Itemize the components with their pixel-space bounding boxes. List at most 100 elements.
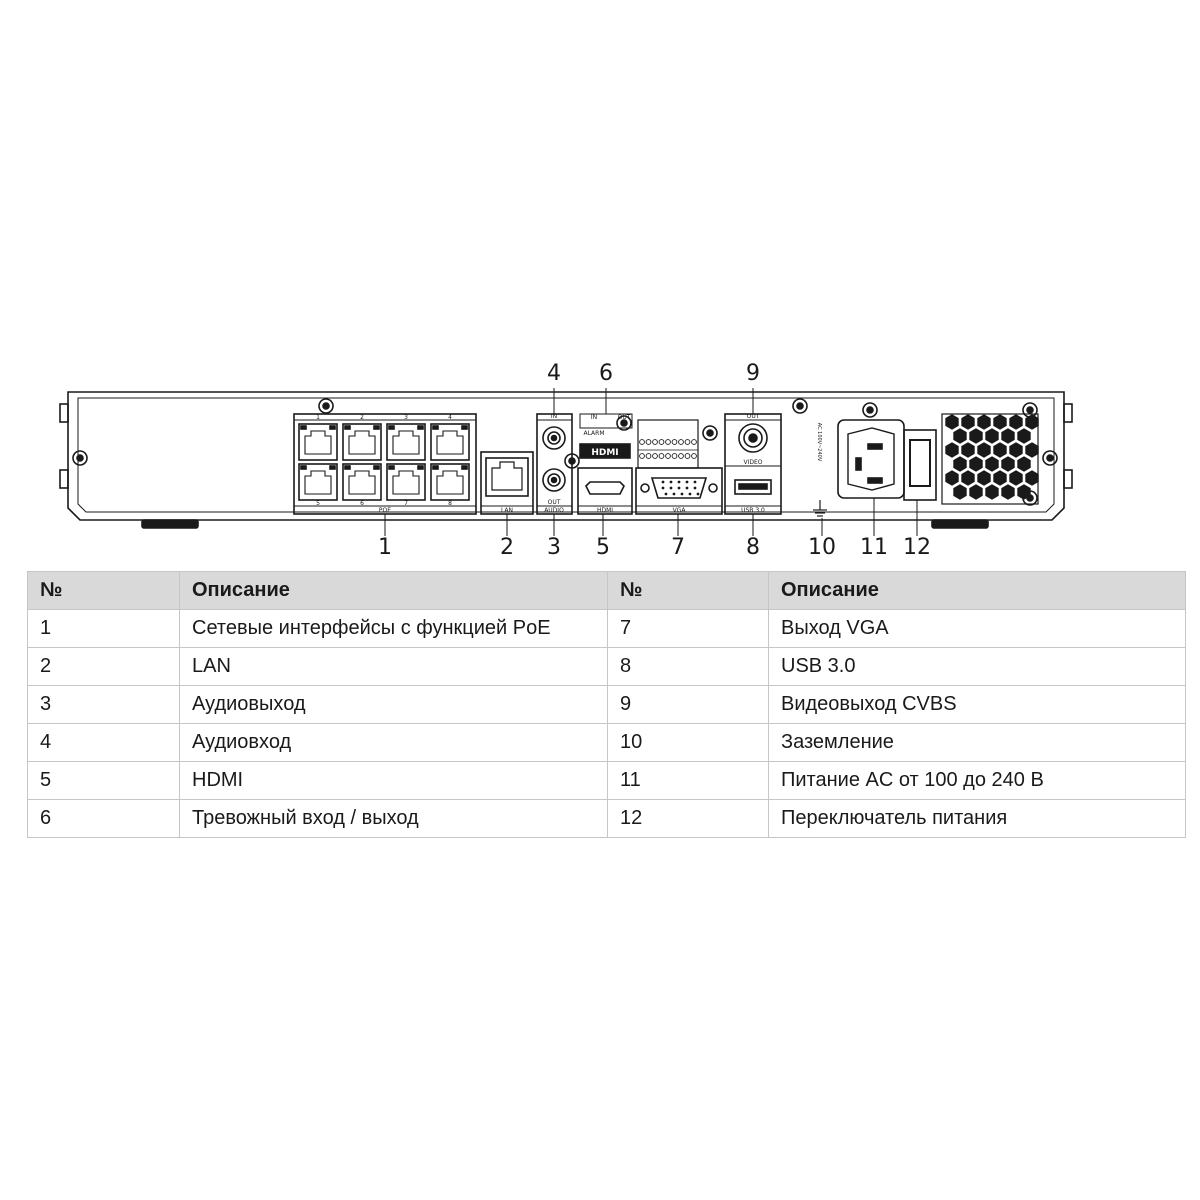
cell-description-left: Сетевые интерфейсы с функцией PoE [179,609,608,648]
poe-port-number: 3 [404,414,408,421]
alarm-terminal-block [638,439,698,459]
poe-port-number: 8 [448,500,452,507]
callout-number: 5 [596,535,610,560]
cell-description-right: Заземление [768,723,1186,762]
screw-icon [862,402,878,418]
cell-number-left: 3 [27,685,180,724]
cell-description-right: Переключатель питания [768,799,1186,838]
poe-port-number: 2 [360,414,364,421]
screw-icon [1022,402,1038,418]
vga-pins [661,480,700,496]
lan-label: LAN [501,507,513,514]
poe-port-icon [298,463,338,501]
callout-number: 8 [746,535,760,560]
audio-in-label: IN [551,413,557,420]
rear-panel-drawing: POE LAN IN OUT AUDIO IN OUT ALARM HDMI H… [59,361,1073,560]
hdmi-logo-badge [579,443,631,459]
hdmi-logo-text: HDMI [591,448,618,458]
cell-number-left: 1 [27,609,180,648]
cell-number-left: 5 [27,761,180,800]
usb-label: USB 3.0 [741,507,765,514]
poe-ports [298,423,470,501]
cell-number-right: 8 [607,647,769,686]
audio-out-jack-icon [542,468,566,492]
header-description-left: Описание [179,571,608,610]
power-rating-label: AC 100V~240V [816,423,822,462]
table-header-row: № Описание № Описание [27,571,1186,610]
poe-port-icon [386,463,426,501]
alarm-in-label: IN [591,414,597,421]
vga-label: VGA [673,507,687,514]
cell-number-left: 2 [27,647,180,686]
screw-icon [72,450,88,466]
poe-label: POE [379,507,391,514]
poe-port-icon [386,423,426,461]
fan-icon [941,413,1039,505]
cell-number-right: 10 [607,723,769,762]
cell-number-right: 7 [607,609,769,648]
cell-number-right: 9 [607,685,769,724]
callout-leader-lines [384,388,918,536]
screw-icon [616,415,632,431]
video-out-label: OUT [747,413,760,420]
poe-port-number: 1 [316,414,320,421]
hdmi-port-icon [585,481,625,495]
chassis-inner-outline [77,397,1055,513]
header-description-right: Описание [768,571,1186,610]
foot-left [141,519,199,529]
cell-description-right: USB 3.0 [768,647,1186,686]
vga-block [635,467,723,515]
cell-number-left: 4 [27,723,180,762]
callout-number: 6 [599,361,613,386]
poe-port-number: 4 [448,414,452,421]
chassis-outline [67,391,1065,521]
callout-number: 11 [860,535,888,560]
callout-number: 2 [500,535,514,560]
hdmi-label: HDMI [597,507,613,514]
screw-icon [792,398,808,414]
cell-description-left: Аудиовход [179,723,608,762]
left-ear-bottom [59,469,69,489]
device-rear-panel: POE LAN IN OUT AUDIO IN OUT ALARM HDMI H… [0,340,1200,570]
cell-description-right: Питание AC от 100 до 240 В [768,761,1186,800]
lan-port-icon [485,457,529,497]
audio-label: AUDIO [544,507,564,514]
cell-number-right: 12 [607,799,769,838]
callout-number: 12 [903,535,931,560]
vga-port-icon [650,477,708,499]
screw-icon [1042,450,1058,466]
usb-port-icon [734,479,772,495]
bnc-video-connector-icon [738,423,768,453]
alarm-label: ALARM [583,430,604,437]
left-ear-top [59,403,69,423]
power-switch-icon [903,429,937,501]
poe-port-icon [342,423,382,461]
ground-icon [813,500,827,517]
header-number-right: № [607,571,769,610]
header-number-left: № [27,571,180,610]
screw-icon [318,398,334,414]
audio-in-jack-icon [542,426,566,450]
poe-port-number: 5 [316,500,320,507]
cell-description-left: Тревожный вход / выход [179,799,608,838]
right-ear-top [1063,403,1073,423]
callout-number: 7 [671,535,685,560]
foot-right [931,519,989,529]
poe-port-number: 7 [404,500,408,507]
cell-description-left: HDMI [179,761,608,800]
screw-icon [702,425,718,441]
poe-port-icon [430,463,470,501]
callout-number: 4 [547,361,561,386]
poe-port-icon [430,423,470,461]
callout-number: 3 [547,535,561,560]
video-label: VIDEO [743,459,762,466]
callout-number: 1 [378,535,392,560]
cell-number-right: 11 [607,761,769,800]
